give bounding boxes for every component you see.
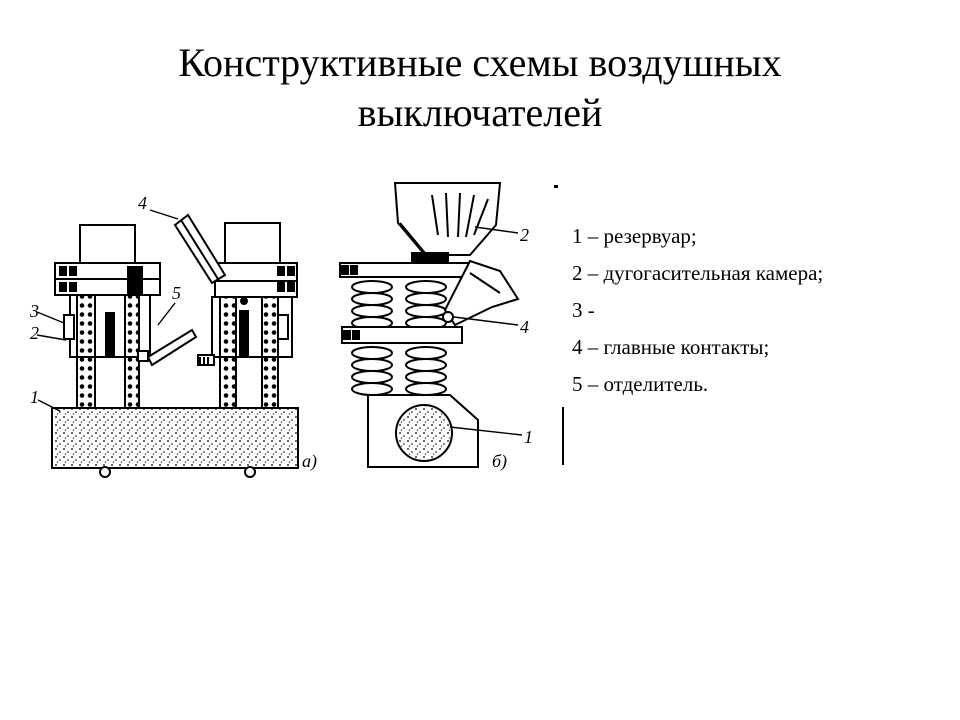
reservoir-tank-b [395,404,453,462]
chamber-left [79,224,136,264]
breaker-schematic-figure: 4 5 3 2 1 а) [30,182,564,478]
label-b-1: 1 [524,427,533,447]
pole-body-right [211,296,293,358]
label-b-4: 4 [520,317,529,337]
slide-title-line-1: Конструктивные схемы воздушных [178,40,782,85]
label-a-3: 3 [30,301,39,321]
scheme-b [339,182,523,468]
flange-top-b [339,262,476,278]
caption-b: б) [492,451,507,472]
main-contact-lever-b [443,259,520,327]
column-left-outer [76,294,96,409]
divider-tick [554,185,558,188]
scheme-b-labels: 2 4 1 б) [492,225,533,472]
slide-title: Конструктивные схемы воздушных выключате… [0,38,960,138]
column-right-outer [219,294,237,409]
scheme-a-labels: 4 5 3 2 1 а) [30,193,317,472]
wheel-right [244,466,256,478]
legend-item-1: 1 – резервуар; [572,224,697,248]
column-left-inner [124,294,140,409]
label-a-4: 4 [138,193,147,213]
insulator-stack-b [341,280,463,396]
side-box-right [277,314,289,340]
label-b-2: 2 [520,225,529,245]
slide-title-line-2: выключателей [357,90,603,135]
legend: 1 – резервуар; 2 – дугогасительная камер… [572,218,823,403]
wheel-left [99,466,111,478]
label-a-2: 2 [30,323,39,343]
side-box-left [63,314,75,340]
reservoir-a [51,407,299,469]
label-a-5: 5 [172,283,181,303]
label-a-1: 1 [30,387,39,407]
scheme-a [36,209,299,478]
legend-item-3: 3 - [572,298,595,322]
caption-a: а) [302,451,317,472]
chamber-right [224,222,281,264]
legend-item-5: 5 – отделитель. [572,372,709,396]
column-right-inner [261,294,279,409]
legend-item-2: 2 – дугогасительная камера; [572,261,824,285]
disconnector-blade [146,328,198,367]
legend-item-4: 4 – главные контакты; [572,335,770,359]
